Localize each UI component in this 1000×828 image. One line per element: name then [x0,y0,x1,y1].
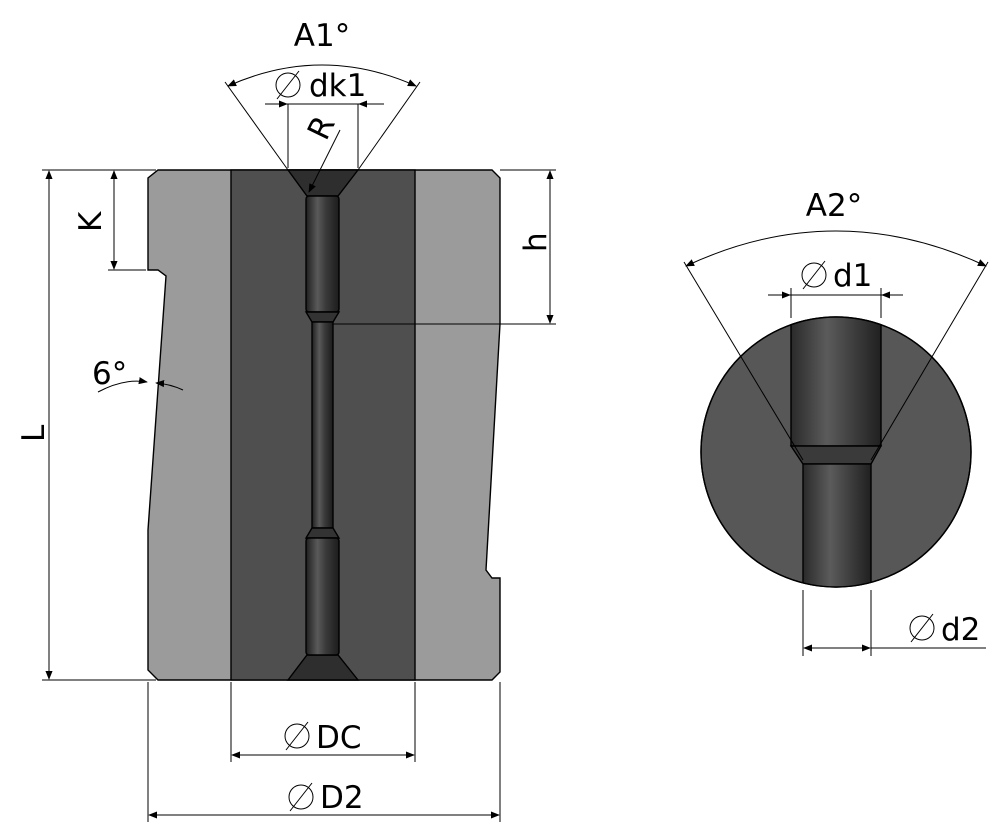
detail-channel-d1 [790,317,882,447]
dimension-a2-label: A2° [806,188,862,224]
dimension-l: L [16,169,156,681]
bore-narrow [311,321,334,529]
diameter-symbol-icon [275,70,301,100]
dimension-h-label: h [518,232,554,252]
dimension-dc-label: DC [316,720,362,756]
diameter-symbol-icon [909,613,935,643]
detail-channel-d2 [802,463,872,587]
dimension-l-label: L [16,424,52,442]
dimension-d2-body-label: D2 [320,780,364,816]
diameter-symbol-icon [801,260,827,290]
dimension-dk1: dk1 [265,68,384,168]
dimension-6deg-label: 6° [92,356,127,392]
dimension-d1: d1 [768,258,903,318]
bore-taper-bottom [304,527,341,539]
dimension-d2-detail: d2 [802,590,986,656]
bore-taper-top [304,311,341,323]
dimension-k-label: K [73,211,109,232]
detail-taper [789,445,883,465]
diameter-symbol-icon [288,782,314,812]
die-body [147,169,501,681]
dimension-h: h [333,169,556,325]
dimension-a1-label: A1° [294,18,350,54]
dimension-d2-body: D2 [147,682,501,822]
detail-view [700,316,972,588]
bore-lower [305,537,340,656]
dimension-d2-detail-label: d2 [941,612,980,648]
dimension-dk1-label: dk1 [309,68,366,104]
bore-upper [305,195,340,313]
dimension-6deg: 6° [92,356,184,393]
dimension-k: K [73,169,146,271]
dimension-r-label: R [301,110,343,145]
dimension-a2: A2° [683,188,989,461]
dimension-dc: DC [230,682,416,762]
diameter-symbol-icon [284,721,310,751]
dimension-d1-label: d1 [833,258,872,294]
dimension-a1: A1° [224,18,421,171]
